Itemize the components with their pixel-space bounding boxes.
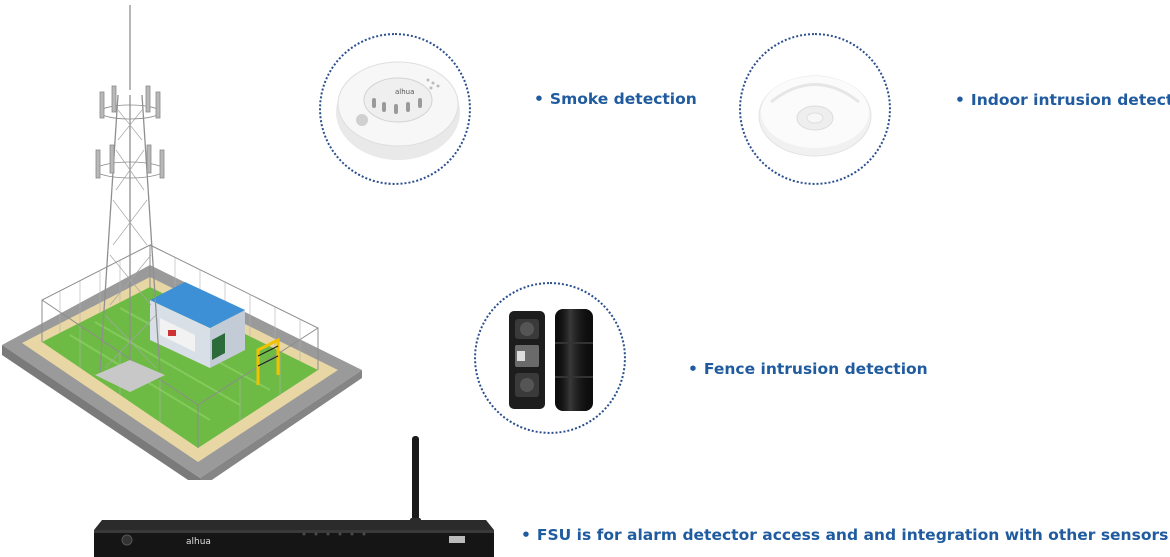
indoor-sensor-icon bbox=[756, 62, 874, 162]
cell-tower-icon bbox=[2, 5, 362, 480]
fence-detector-icon bbox=[503, 305, 599, 413]
smoke-detection-text: Smoke detection bbox=[549, 90, 697, 108]
fence-detector-circle bbox=[474, 282, 626, 434]
fsu-text: FSU is for alarm detector access and and… bbox=[536, 526, 1169, 544]
smoke-detector-circle bbox=[319, 33, 471, 185]
fsu-brand-text: alhua bbox=[186, 537, 211, 547]
fence-intrusion-text: Fence intrusion detection bbox=[703, 360, 928, 378]
bullet: • bbox=[534, 90, 544, 108]
smoke-detection-label: • Smoke detection bbox=[534, 90, 697, 108]
smoke-detector-icon: alhua bbox=[332, 50, 464, 168]
tower-site-illustration bbox=[0, 0, 365, 480]
indoor-intrusion-text: Indoor intrusion detection bbox=[970, 91, 1170, 109]
fsu-label: • FSU is for alarm detector access and an… bbox=[521, 526, 1168, 544]
indoor-sensor-circle bbox=[739, 33, 891, 185]
fence-intrusion-label: • Fence intrusion detection bbox=[688, 360, 928, 378]
bullet: • bbox=[688, 360, 698, 378]
bullet: • bbox=[955, 91, 965, 109]
fsu-device-icon: alhua bbox=[94, 434, 494, 557]
svg-text:alhua: alhua bbox=[395, 88, 414, 96]
indoor-intrusion-label: • Indoor intrusion detection bbox=[955, 91, 1170, 109]
bullet: • bbox=[521, 526, 531, 544]
